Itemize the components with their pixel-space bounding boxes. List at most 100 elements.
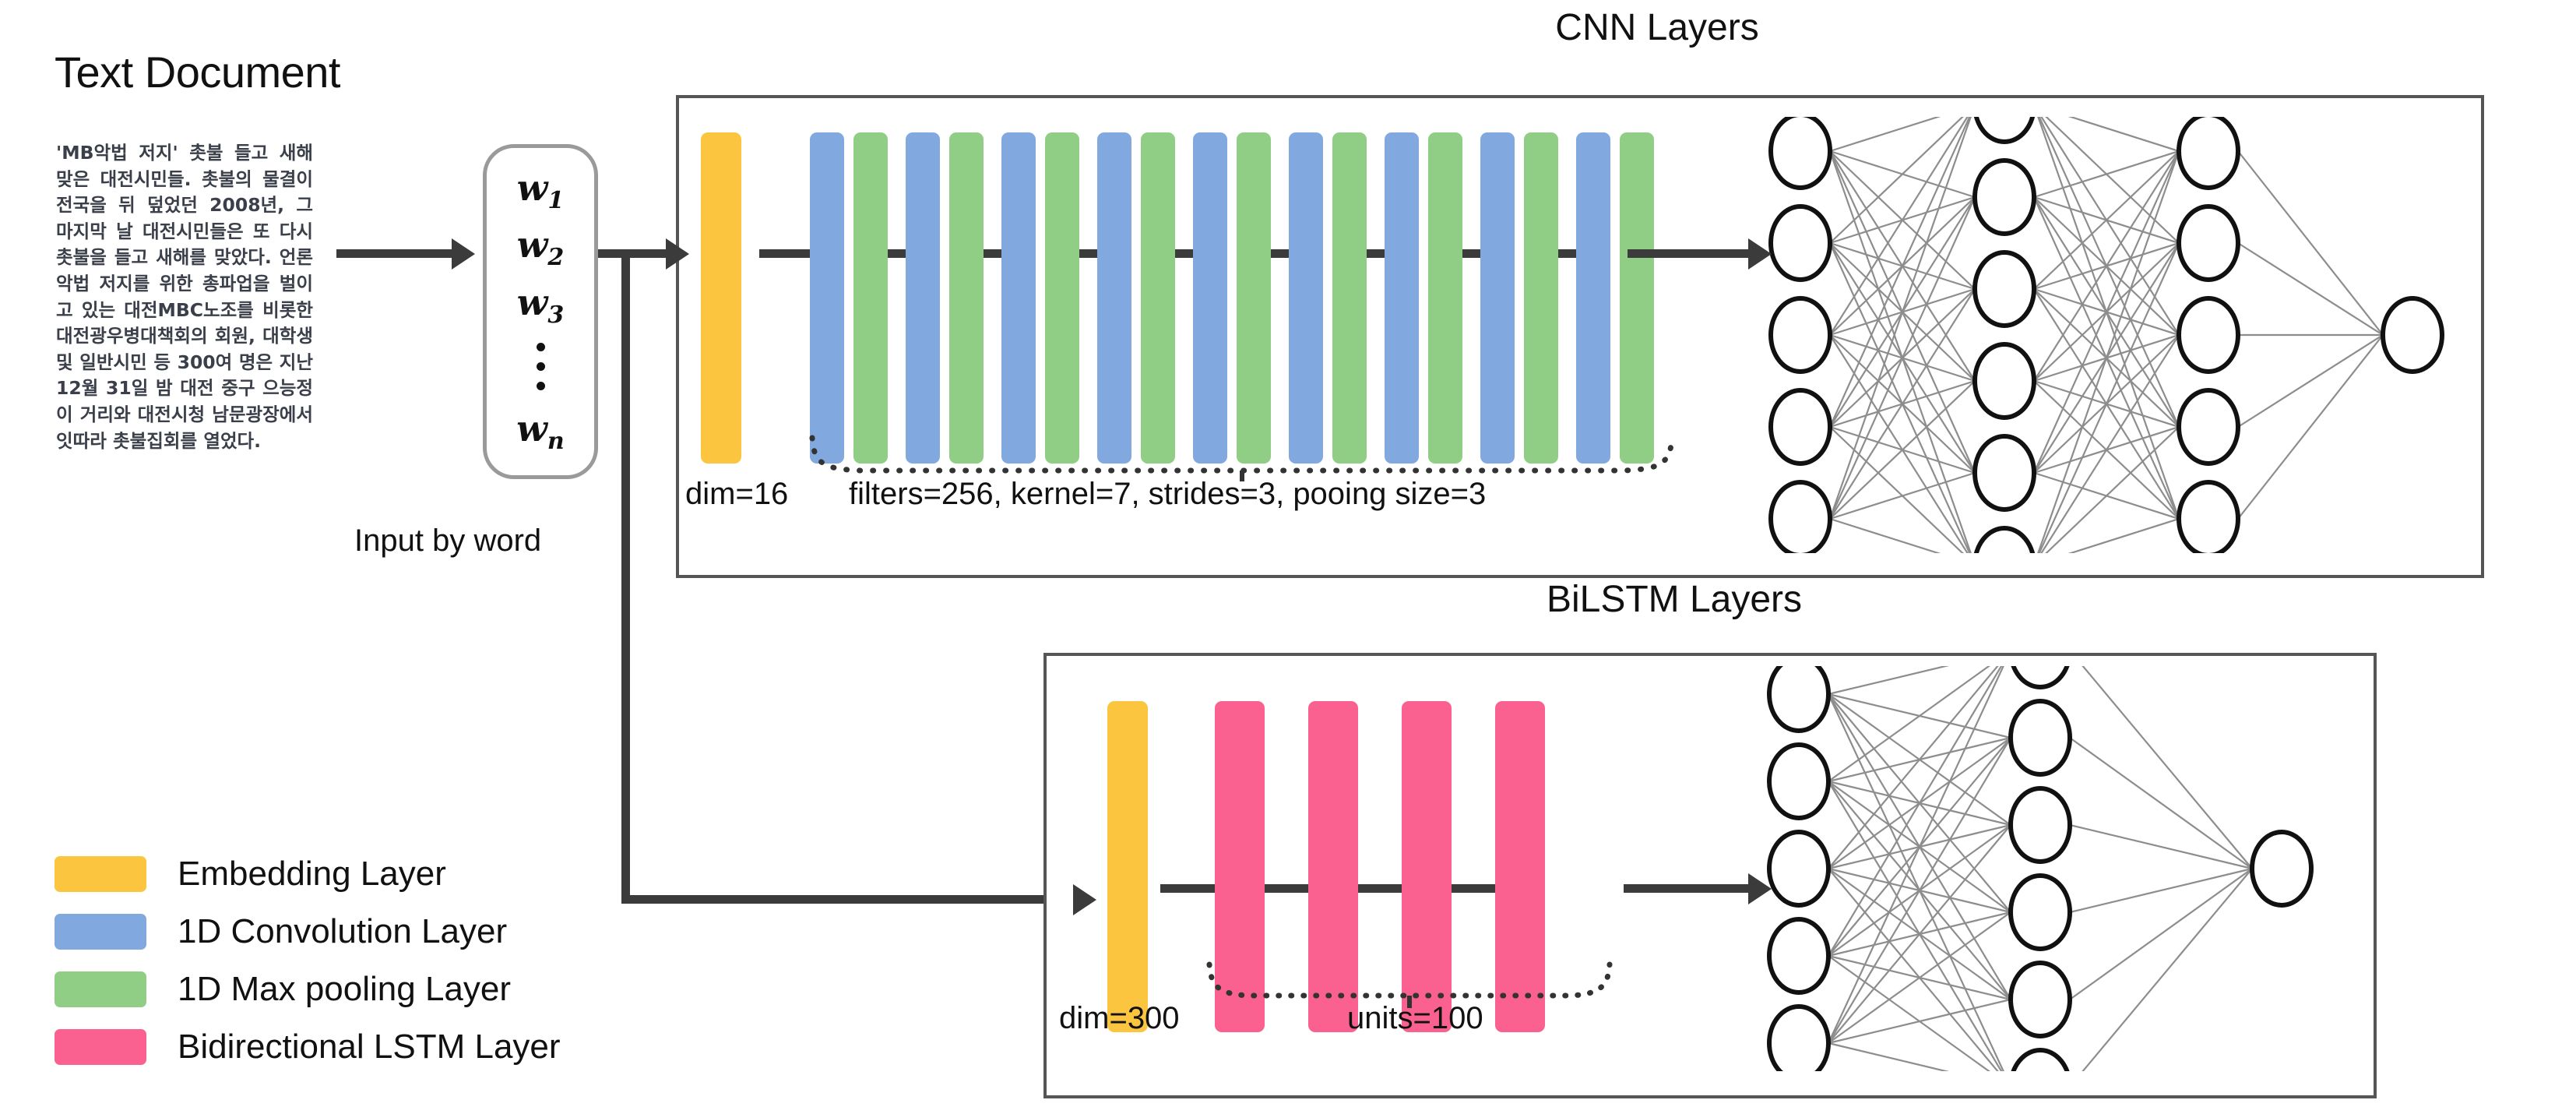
- dense-node: [1973, 526, 2036, 553]
- legend: Embedding Layer 1D Convolution Layer 1D …: [55, 845, 561, 1076]
- legend-label-convolution: 1D Convolution Layer: [178, 912, 508, 950]
- dense-node: [1768, 296, 1832, 374]
- word-token-2: w2: [516, 224, 565, 272]
- legend-item-pooling: 1D Max pooling Layer: [55, 961, 561, 1018]
- dense-node: [2381, 296, 2444, 374]
- dense-node: [1972, 250, 2036, 328]
- legend-label-lstm: Bidirectional LSTM Layer: [178, 1028, 561, 1066]
- dense-node: [1767, 830, 1831, 908]
- word-token-1: w1: [516, 167, 565, 215]
- cnn-flow-line: [984, 249, 1001, 258]
- word-vector-box: w1 w2 w3 wn: [483, 144, 598, 479]
- legend-item-lstm: Bidirectional LSTM Layer: [55, 1018, 561, 1076]
- cnn-conv-bar: [1001, 132, 1036, 464]
- bilstm-input-arrow-icon: [1073, 884, 1096, 915]
- bilstm-brace-icon: [1206, 961, 1613, 1008]
- cnn-conv-params-label: filters=256, kernel=7, strides=3, pooing…: [849, 477, 1487, 511]
- dense-node: [1768, 480, 1832, 553]
- cnn-to-dense-line: [1628, 249, 1764, 258]
- cnn-pool-bar: [1237, 132, 1271, 464]
- bilstm-to-dense-arrow-icon: [1748, 873, 1772, 904]
- word-token-3: w3: [516, 280, 565, 329]
- cnn-pool-bar: [1428, 132, 1462, 464]
- dense-node: [1972, 158, 2036, 236]
- cnn-flow-line: [1079, 249, 1097, 258]
- dense-node: [2177, 204, 2240, 282]
- cnn-conv-bar: [1289, 132, 1323, 464]
- cnn-pool-bar: [949, 132, 984, 464]
- cnn-input-arrow-icon: [666, 238, 689, 270]
- cnn-conv-bar: [810, 132, 844, 464]
- cnn-pool-bar: [1045, 132, 1079, 464]
- legend-label-pooling: 1D Max pooling Layer: [178, 970, 512, 1008]
- dense-node: [1972, 342, 2036, 420]
- dense-node: [1767, 917, 1831, 995]
- dense-node: [2011, 666, 2070, 689]
- cnn-brace-icon: [809, 435, 1675, 481]
- doc-to-wordbox-arrow-icon: [452, 238, 475, 270]
- dense-node: [2250, 830, 2314, 908]
- cnn-section-title: CNN Layers: [1555, 7, 1759, 48]
- bilstm-layers-box: [1043, 653, 2377, 1098]
- cnn-embedding-bar: [701, 132, 741, 464]
- legend-label-embedding: Embedding Layer: [178, 855, 446, 893]
- cnn-flow-line: [1271, 249, 1289, 258]
- branch-bottom-line: [621, 895, 1089, 904]
- dense-node: [1972, 434, 2036, 512]
- dense-node: [2177, 480, 2240, 553]
- dense-node: [1768, 388, 1832, 466]
- branch-top-line: [598, 249, 699, 258]
- cnn-conv-bar: [906, 132, 940, 464]
- cnn-flow-line: [759, 249, 814, 258]
- document-body-text: 'MB악법 저지' 촛불 들고 새해 맞은 대전시민들. 촛불의 물결이 전국을…: [56, 142, 313, 452]
- dense-node: [1973, 117, 2036, 144]
- dense-node: [1767, 1004, 1831, 1071]
- legend-item-embedding: Embedding Layer: [55, 845, 561, 903]
- legend-swatch-embedding: [55, 856, 146, 892]
- bilstm-flow-line: [1160, 884, 1215, 893]
- cnn-embedding-dim-label: dim=16: [685, 477, 789, 511]
- dense-node: [2008, 699, 2072, 777]
- vertical-ellipsis-icon: [536, 337, 545, 396]
- dense-node: [2008, 873, 2072, 951]
- cnn-flow-line: [1367, 249, 1385, 258]
- bilstm-flow-line: [1452, 884, 1495, 893]
- legend-item-convolution: 1D Convolution Layer: [55, 903, 561, 961]
- cnn-flow-line: [1175, 249, 1193, 258]
- bilstm-flow-line: [1265, 884, 1308, 893]
- cnn-flow-line: [1558, 249, 1576, 258]
- cnn-conv-bar: [1385, 132, 1419, 464]
- cnn-flow-line: [1462, 249, 1480, 258]
- word-token-n: wn: [516, 407, 565, 455]
- bilstm-lstm-bar: [1215, 701, 1265, 1032]
- bilstm-units-label: units=100: [1347, 1001, 1483, 1035]
- dense-node: [2008, 961, 2072, 1038]
- cnn-to-dense-arrow-icon: [1748, 238, 1772, 270]
- cnn-conv-bar: [1480, 132, 1515, 464]
- dense-node: [2177, 117, 2240, 190]
- cnn-pool-bar: [1524, 132, 1558, 464]
- dense-node: [2177, 388, 2240, 466]
- cnn-flow-line: [888, 249, 906, 258]
- cnn-conv-bar: [1097, 132, 1131, 464]
- dense-node: [1768, 204, 1832, 282]
- legend-swatch-pooling: [55, 971, 146, 1007]
- branch-vertical-line: [621, 249, 630, 904]
- bilstm-lstm-bar: [1308, 701, 1358, 1032]
- cnn-pool-bar: [853, 132, 888, 464]
- dense-node: [2008, 786, 2072, 864]
- bilstm-flow-line: [1358, 884, 1402, 893]
- input-by-word-label: Input by word: [354, 524, 542, 558]
- bilstm-lstm-bar: [1495, 701, 1545, 1032]
- bilstm-to-dense-line: [1624, 884, 1764, 893]
- cnn-conv-bar: [1576, 132, 1610, 464]
- page-title: Text Document: [55, 48, 341, 97]
- bilstm-embedding-dim-label: dim=300: [1059, 1001, 1180, 1035]
- bilstm-embedding-bar: [1107, 701, 1148, 1032]
- cnn-dense-network: [1768, 117, 2444, 553]
- dense-node: [1767, 742, 1831, 820]
- legend-swatch-convolution: [55, 914, 146, 950]
- legend-swatch-lstm: [55, 1029, 146, 1065]
- bilstm-dense-network: [1767, 666, 2314, 1071]
- dense-node: [1767, 666, 1831, 733]
